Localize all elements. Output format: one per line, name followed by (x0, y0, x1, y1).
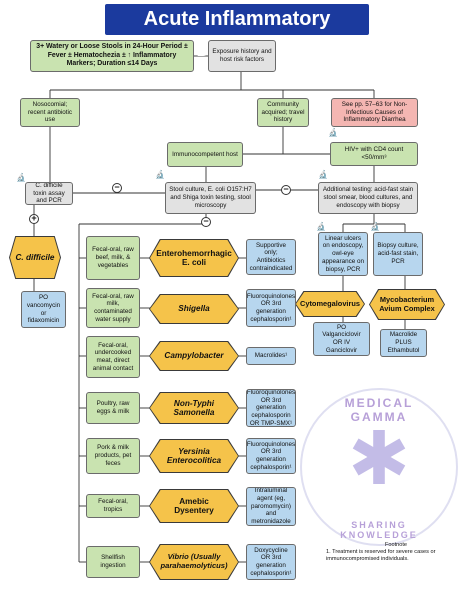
treatment-box-campylobacter: Macrolides¹ (246, 347, 296, 365)
treatment-box-salmonella: Fluoroquinolones OR 3rd generation cepha… (246, 389, 296, 427)
exposure-box-shigella: Fecal-oral, raw milk, contaminated water… (86, 288, 140, 328)
negative-result-icon: − (112, 183, 122, 193)
stool-culture-box: Stool culture, E. coli O157:H7 and Shiga… (165, 182, 256, 214)
immunocompetent-box: Immunocompetent host (167, 142, 243, 167)
treatment-box-yersinia: Fluoroquinolones OR 3rd generation cepha… (246, 438, 296, 474)
organism-campylobacter: Campylobacter (150, 342, 238, 370)
exposure-box-ehec: Fecal-oral, raw beef, milk, & vegetables (86, 236, 140, 280)
positive-result-icon: + (29, 214, 39, 224)
footnote: Footnote 1. Treatment is reserved for se… (326, 542, 466, 563)
community-acquired-box: Community acquired; travel history (257, 98, 309, 127)
watermark-top-text: MEDICAL GAMMA (344, 396, 414, 424)
organism-yersinia-enterocolitica: Yersinia Enterocolitica (150, 440, 238, 472)
linear-ulcers-box: Linear ulcers on endoscopy, owl-eye appe… (318, 232, 368, 276)
watermark-logo (300, 388, 458, 546)
treatment-box-shigella: Fluoroquinolones OR 3rd generation cepha… (246, 289, 296, 327)
microscope-icon: 🔬 (16, 173, 26, 182)
cdiff-treatment-box: PO vancomycin or fidaxomicin (21, 291, 66, 328)
exposure-box-vibrio: Shellfish ingestion (86, 546, 140, 578)
nosocomial-box: Nosocomial; recent antibiotic use (20, 98, 80, 127)
hiv-box: HIV+ with CD4 count <50/mm³ (330, 142, 418, 166)
biopsy-culture-box: Biopsy culture, acid-fast stain, PCR (373, 232, 423, 276)
organism-vibrio: Vibrio (Usually parahaemolyticus) (150, 545, 238, 579)
treatment-box-amebic: Intraluminal agent (eg, paromomycin) and… (246, 487, 296, 526)
exposure-box-amebic: Fecal-oral, tropics (86, 494, 140, 518)
footnote-heading: Footnote (384, 542, 408, 548)
exposure-box-salmonella: Poultry, raw eggs & milk (86, 392, 140, 424)
microscope-icon: 🔬 (155, 170, 165, 179)
organism-cytomegalovirus: Cytomegalovirus (296, 292, 364, 316)
microscope-icon: 🔬 (328, 128, 338, 137)
exposure-box-campylobacter: Fecal-oral, undercooked meat, direct ani… (86, 336, 140, 378)
microscope-icon: 🔬 (316, 222, 326, 231)
page-title: Acute Inflammatory Diarrhea (105, 4, 369, 61)
microscope-icon: 🔬 (370, 222, 380, 231)
organism-shigella: Shigella (150, 295, 238, 323)
exposure-history-box: Exposure history and host risk factors (208, 40, 276, 72)
organism-non-typhi-salmonella: Non-Typhi Samonella (150, 393, 238, 423)
treatment-box-vibrio: Doxycycline OR 3rd generation cephalospo… (246, 544, 296, 580)
negative-result-icon: − (201, 217, 211, 227)
footnote-text: 1. Treatment is reserved for severe case… (326, 548, 436, 562)
non-infectious-box: See pp. 57–63 for Non-Infectious Causes … (331, 98, 418, 127)
presentation-box: 3+ Watery or Loose Stools in 24-Hour Per… (30, 40, 194, 72)
organism-amebic-dysentery: Amebic Dysentery (150, 490, 238, 522)
organism-c-difficile: C. difficile (10, 237, 60, 278)
microscope-icon: 🔬 (318, 170, 328, 179)
star-of-life-icon: ✱ (347, 417, 410, 500)
organism-enterohemorrhagic-e-coli: Enterohemorrhagic E. coli (150, 240, 238, 276)
cmv-treatment-box: PO Valganciclovir OR IV Ganciclovir (313, 322, 370, 356)
mac-treatment-box: Macrolide PLUS Ethambutol (380, 329, 427, 357)
exposure-box-yersinia: Pork & milk products, pet feces (86, 438, 140, 474)
watermark-bottom-text: SHARING KNOWLEDGE (340, 520, 418, 540)
additional-testing-box: Additional testing: acid-fast stain stoo… (318, 182, 418, 214)
negative-result-icon: − (281, 185, 291, 195)
organism-mycobacterium-avium-complex: Mycobacterium Avium Complex (370, 290, 444, 319)
cdiff-test-box: C. difficile toxin assay and PCR (25, 182, 73, 205)
treatment-box-ehec: Supportive only; Antibiotics contraindic… (246, 239, 296, 275)
